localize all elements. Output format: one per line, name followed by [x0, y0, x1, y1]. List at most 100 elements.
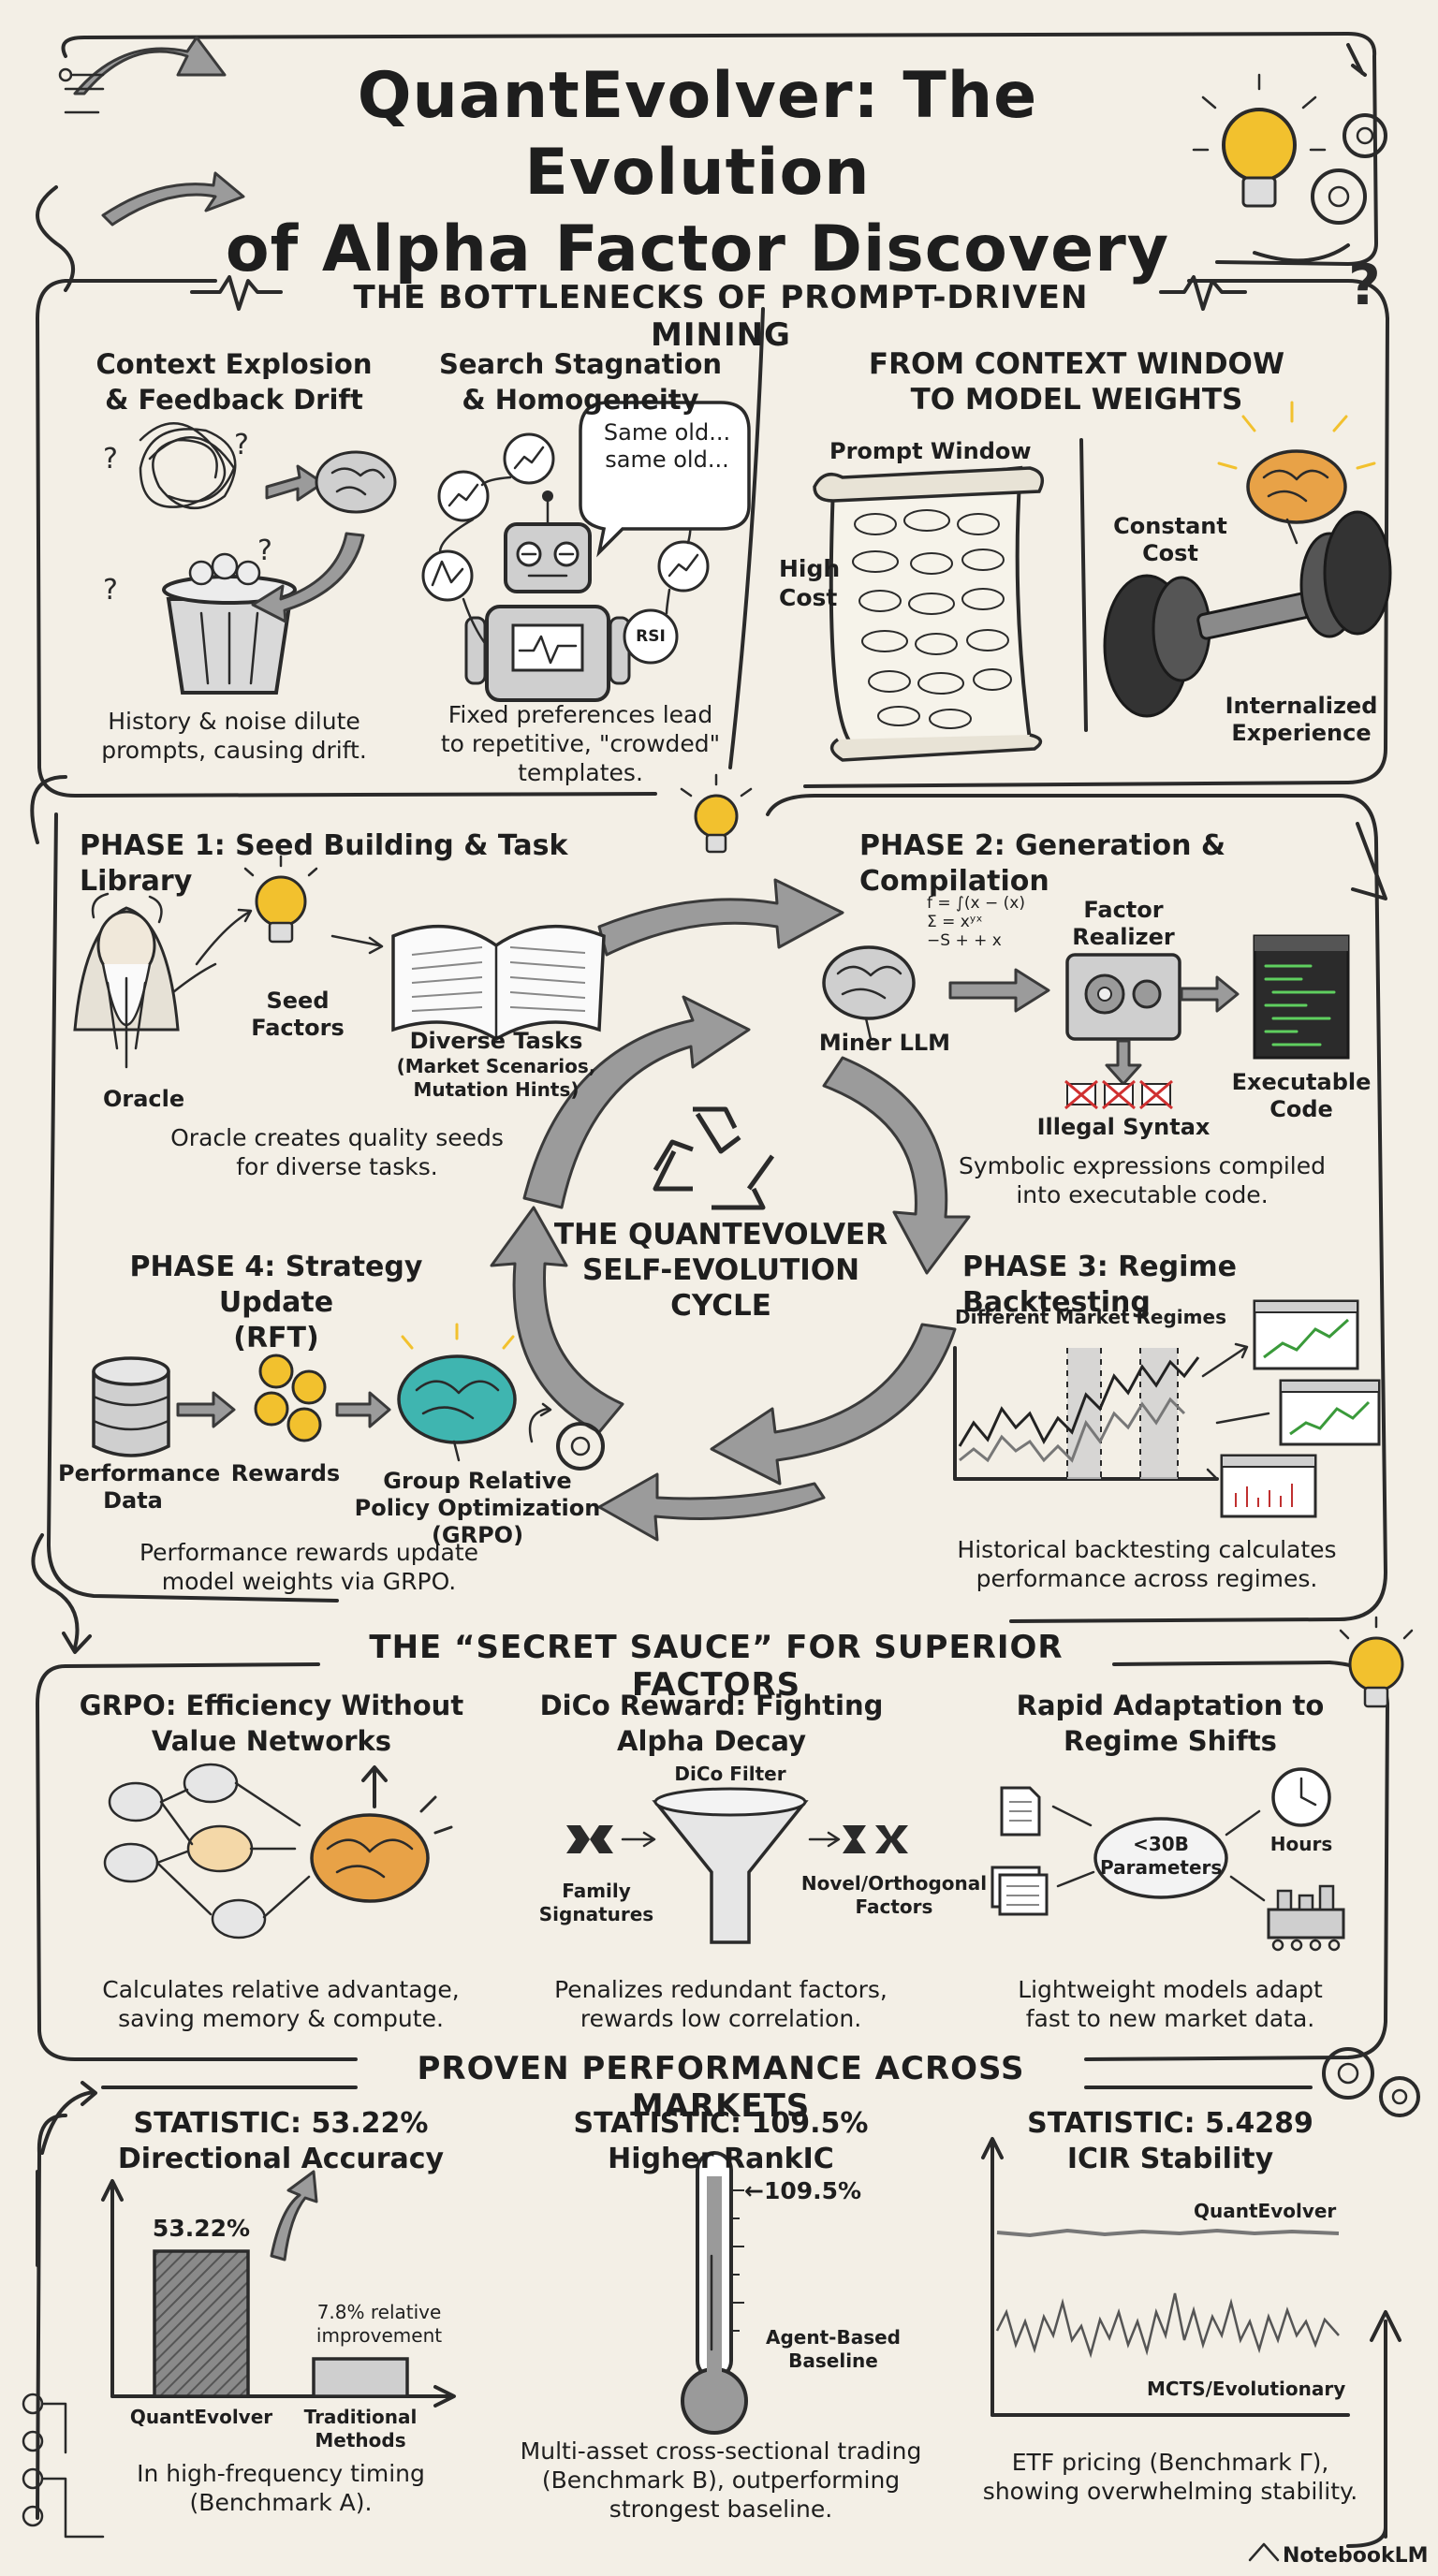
- factory-icon: [1267, 1884, 1345, 1952]
- phase2-title: PHASE 2: Generation & Compilation: [859, 829, 1226, 898]
- phase3-title: PHASE 3: Regime Backtesting: [962, 1251, 1237, 1319]
- gear-icon: [556, 1422, 605, 1471]
- title-line-2: of Alpha Factor Discovery: [225, 212, 1170, 286]
- dico-caption-line-2: rewards low correlation.: [580, 2005, 862, 2032]
- svg-text:?: ?: [103, 443, 118, 476]
- data-label: Data: [103, 1487, 163, 1514]
- adaptation-title: Rapid Adaptation to Regime Shifts: [974, 1688, 1367, 1759]
- search-caption: Fixed preferences lead to repetitive, "c…: [403, 700, 758, 787]
- accuracy-bar-value: 53.22%: [152, 2215, 251, 2242]
- grpo-title-line-2: Value Networks: [151, 1725, 392, 1757]
- internalized-experience-label: Internalized Experience: [1208, 693, 1395, 747]
- phase2-caption: Symbolic expressions compiled into execu…: [922, 1151, 1362, 1209]
- gear-icon: [1322, 2047, 1420, 2117]
- icir-title: STATISTIC: 5.4289 ICIR Stability: [974, 2106, 1367, 2177]
- internalized-label: Internalized: [1225, 693, 1378, 719]
- icir-title-line-1: STATISTIC: 5.4289: [1027, 2107, 1313, 2140]
- phase4-title-line-2: (RFT): [233, 1322, 319, 1354]
- constant-cost-line: Cost: [1142, 540, 1198, 566]
- phase3-caption-line-1: Historical backtesting calculates: [957, 1536, 1337, 1563]
- brain-icon: [822, 945, 916, 1041]
- lightbulb-icon: [243, 855, 318, 944]
- grpo-title-line-1: GRPO: Efficiency Without: [79, 1690, 464, 1721]
- params-word-label: Parameters: [1100, 1856, 1223, 1879]
- grpo-label-line-1: Group Relative: [383, 1468, 572, 1494]
- svg-text:?: ?: [257, 534, 272, 567]
- x-label-quantevolver: QuantEvolver: [129, 2406, 273, 2428]
- icir-caption: ETF pricing (Benchmark Γ), showing overw…: [964, 2448, 1376, 2506]
- novel-factors-line: Factors: [855, 1895, 933, 1918]
- accuracy-bar-chart: [101, 2170, 456, 2408]
- cycle-center-line-3: CYCLE: [670, 1289, 771, 1323]
- window-chart-icon: [1220, 1299, 1381, 1518]
- regime-backtest-chart: [953, 1346, 1219, 1481]
- params-size-label: <30B: [1133, 1833, 1189, 1855]
- agent-baseline-line-2: Baseline: [788, 2349, 878, 2372]
- svg-text:?: ?: [103, 574, 118, 607]
- agent-baseline-label: Agent-Based Baseline: [758, 2326, 908, 2373]
- rankic-thermometer: [681, 2151, 748, 2435]
- realizer-label: Realizer: [1072, 924, 1175, 950]
- rankic-caption-line-3: strongest baseline.: [609, 2496, 833, 2523]
- illegal-syntax-label: Illegal Syntax: [1036, 1114, 1211, 1140]
- context-caption: History & noise dilute prompts, causing …: [66, 707, 403, 765]
- icir-line-chart: [981, 2137, 1350, 2417]
- novel-factors-label: Novel/Orthogonal Factors: [800, 1872, 988, 1919]
- accuracy-caption-line-2: (Benchmark A).: [189, 2489, 373, 2516]
- dumbbell-icon: [1103, 510, 1392, 718]
- icir-title-line-2: ICIR Stability: [1066, 2143, 1274, 2175]
- phase3-caption-line-2: performance across regimes.: [976, 1565, 1318, 1592]
- dico-caption: Penalizes redundant factors, rewards low…: [524, 1975, 917, 2033]
- adaptation-title-line-1: Rapid Adaptation to: [1016, 1690, 1325, 1721]
- phase4-caption: Performance rewards update model weights…: [84, 1538, 534, 1596]
- rankic-caption-line-2: (Benchmark B), outperforming: [541, 2466, 901, 2494]
- grpo-label-line-2: Policy Optimization (GRPO): [354, 1495, 601, 1548]
- prompt-window-label: Prompt Window: [829, 438, 1032, 464]
- signatures-label: Signatures: [538, 1903, 654, 1925]
- speech-bubble-line-1: Same old...: [603, 419, 731, 446]
- grpo-label: Group Relative Policy Optimization (GRPO…: [332, 1468, 623, 1549]
- parameters-label: <30B Parameters: [1100, 1833, 1222, 1880]
- diverse-tasks-label: Diverse Tasks (Market Scenarios, Mutatio…: [370, 1028, 623, 1102]
- icir-caption-line-2: showing overwhelming stability.: [982, 2478, 1358, 2505]
- executable-label: Executable: [1231, 1069, 1372, 1095]
- cost-label: Cost: [779, 584, 838, 611]
- x-label-traditional: Traditional Methods: [290, 2406, 431, 2452]
- trash-can-icon: [162, 552, 297, 695]
- search-caption-line-1: Fixed preferences lead: [448, 701, 713, 728]
- rankic-level-label: ←109.5%: [744, 2177, 862, 2204]
- icir-line-quantevolver-label: QuantEvolver: [1194, 2200, 1337, 2222]
- weights-title-line-1: FROM CONTEXT WINDOW: [868, 347, 1285, 381]
- context-title-line-1: Context Explosion: [95, 348, 373, 380]
- code-label: Code: [1269, 1096, 1333, 1122]
- dico-caption-line-1: Penalizes redundant factors,: [554, 1976, 888, 2003]
- grpo-efficiency-title: GRPO: Efficiency Without Value Networks: [75, 1688, 468, 1759]
- phase4-title-line-1: PHASE 4: Strategy Update: [129, 1251, 423, 1319]
- phase1-caption: Oracle creates quality seeds for diverse…: [75, 1123, 599, 1181]
- miner-llm-label: Miner LLM: [818, 1030, 951, 1056]
- high-cost-label: High Cost: [779, 554, 854, 612]
- context-explosion-title: Context Explosion & Feedback Drift: [75, 346, 393, 417]
- adaptation-caption-line-2: fast to new market data.: [1025, 2005, 1315, 2032]
- lightbulb-icon: [1339, 1616, 1414, 1708]
- rsi-label: RSI: [636, 627, 666, 646]
- illegal-syntax-icon: [1064, 1079, 1173, 1110]
- executable-code-label: Executable Code: [1226, 1069, 1376, 1123]
- accuracy-caption-line-1: In high-frequency timing: [137, 2460, 425, 2487]
- phase2-caption-line-2: into executable code.: [1016, 1181, 1269, 1208]
- parameters-brain-cloud: [1093, 1817, 1228, 1899]
- gear-icon: [1311, 113, 1387, 225]
- dico-title-line-2: Alpha Decay: [617, 1725, 806, 1757]
- family-signatures-label: Family Signatures: [536, 1880, 657, 1926]
- diverse-tasks-title: Diverse Tasks: [409, 1028, 583, 1054]
- phase2-caption-line-1: Symbolic expressions compiled: [959, 1152, 1326, 1179]
- phase1-title: PHASE 1: Seed Building & Task Library: [80, 829, 568, 898]
- seed-label: Seed: [266, 988, 330, 1014]
- bar-quantevolver: [153, 2249, 250, 2398]
- brain-icon: [1217, 401, 1376, 545]
- x-label-traditional-line-2: Methods: [315, 2429, 406, 2452]
- x-label-traditional-line-1: Traditional: [303, 2406, 418, 2428]
- reward-coins-icon: [254, 1354, 327, 1442]
- brain-icon: [397, 1323, 517, 1462]
